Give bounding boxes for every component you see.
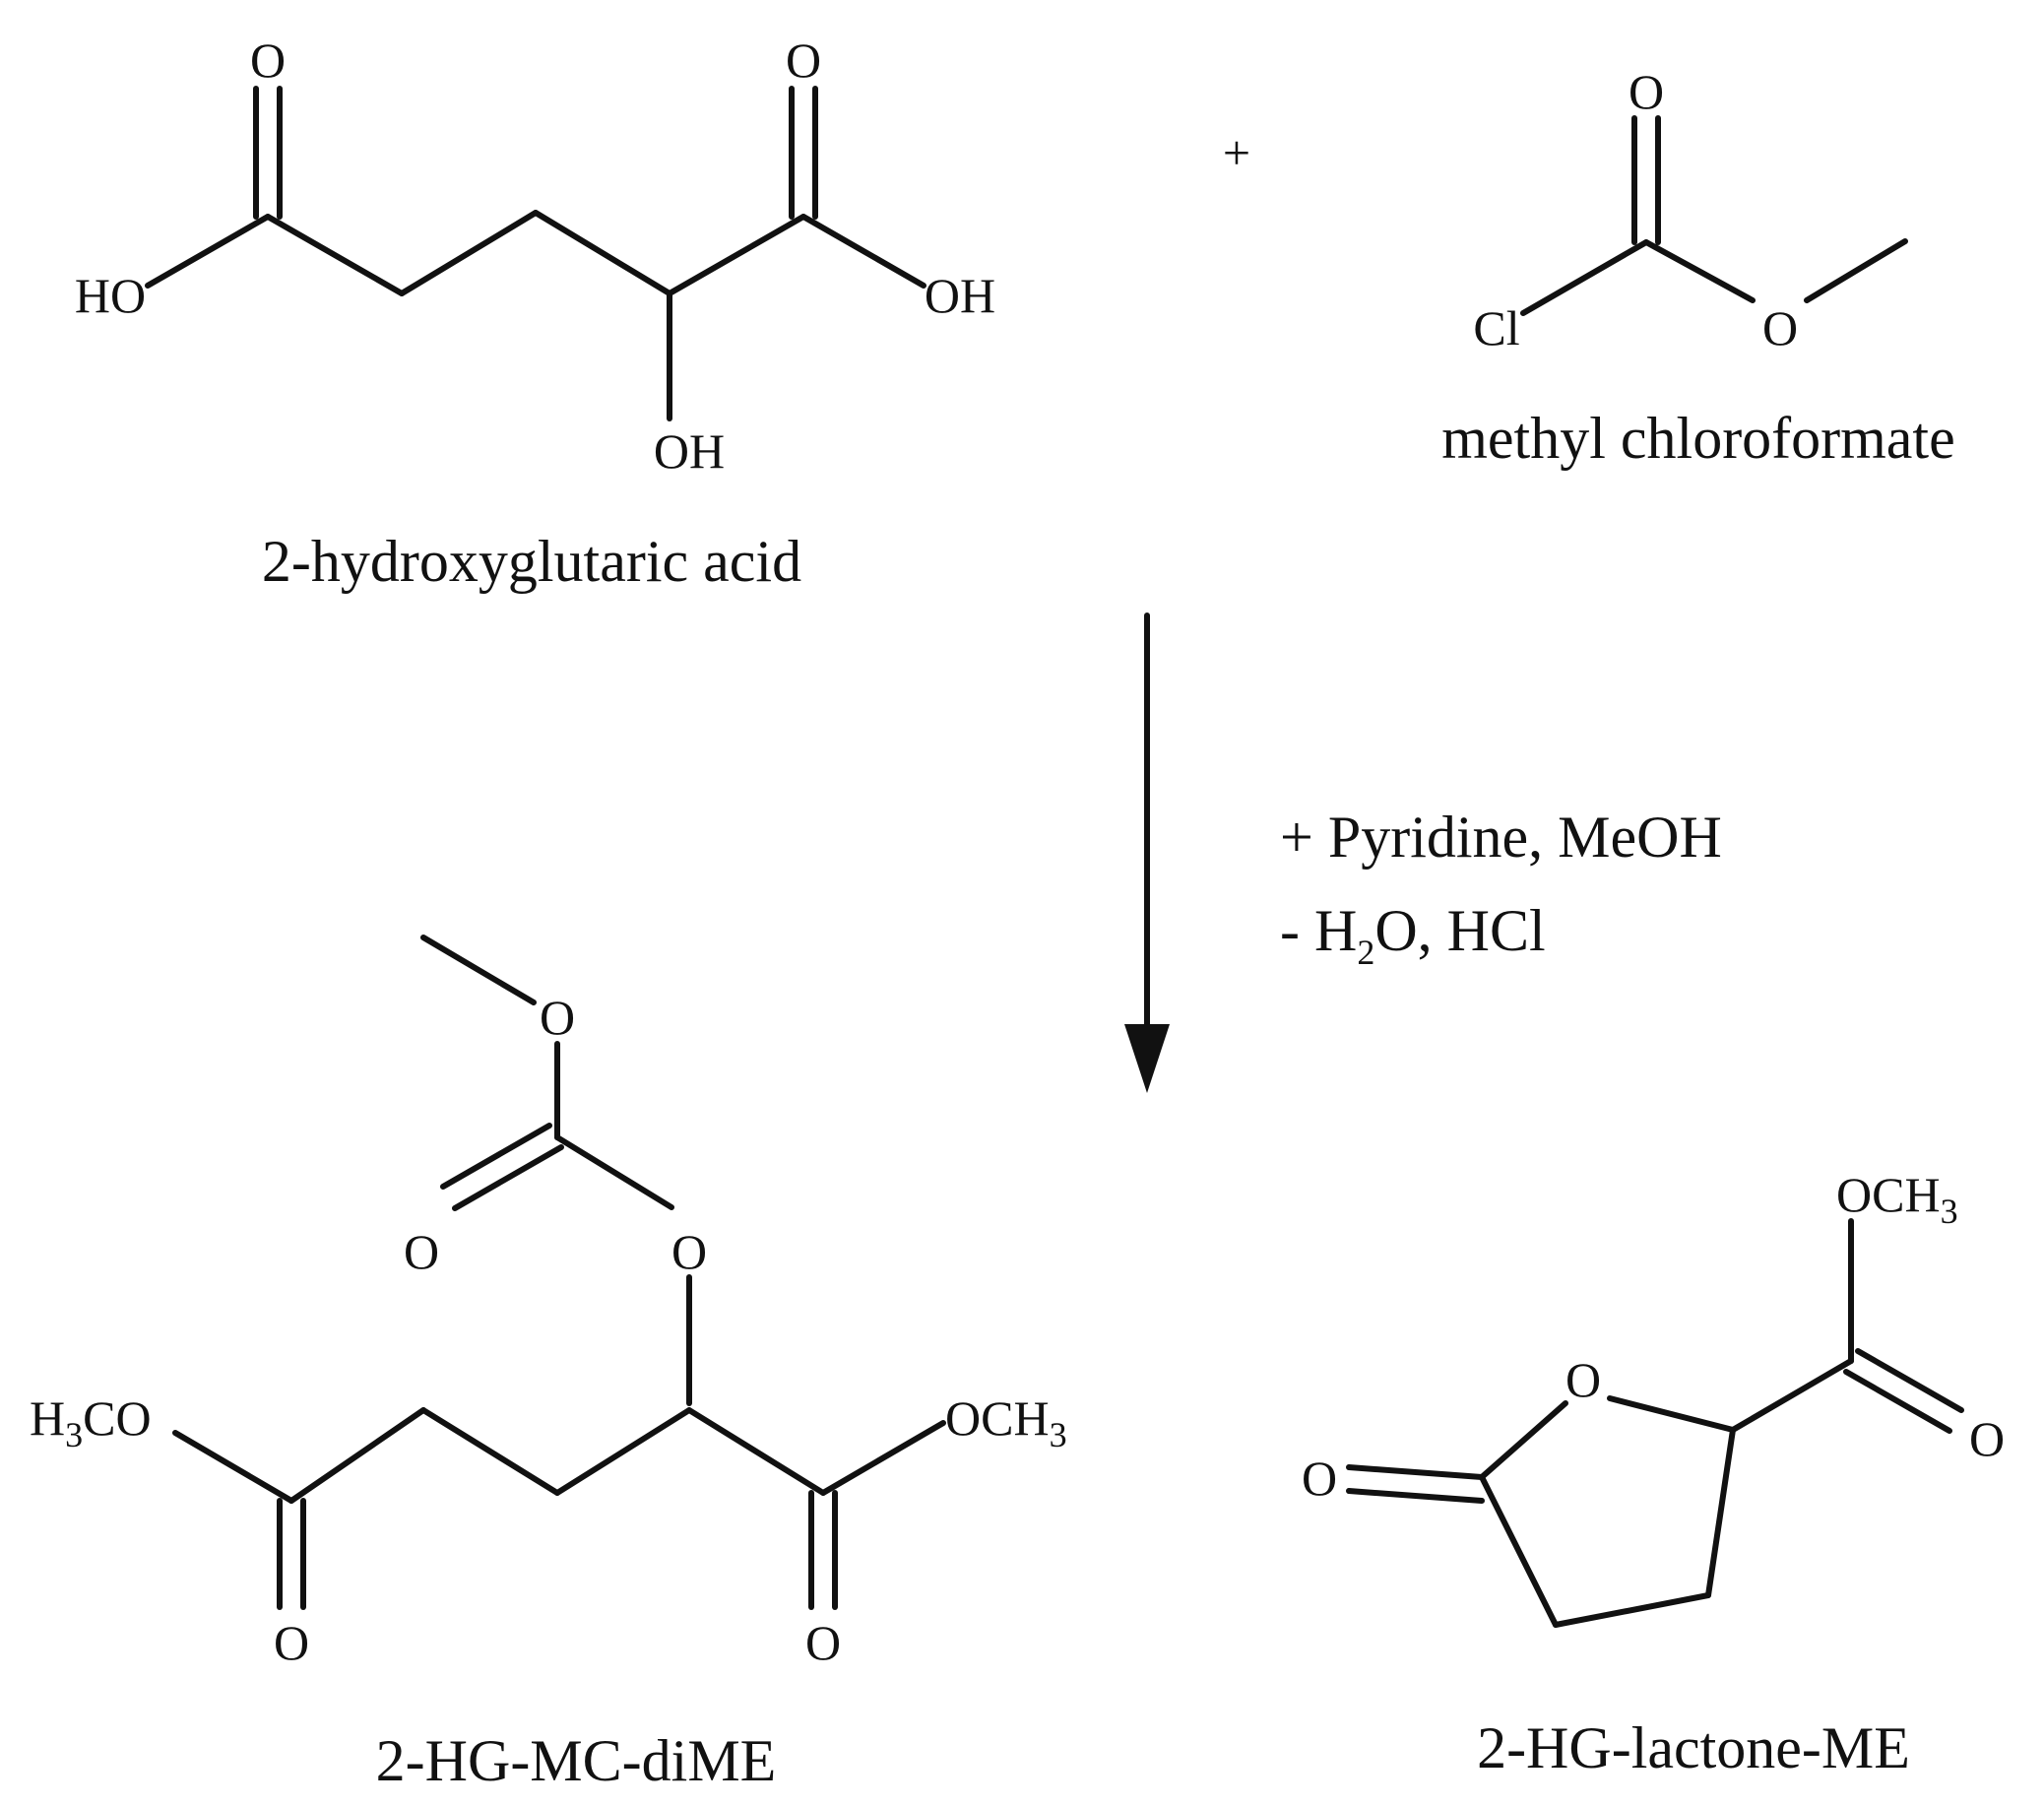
atom-o-bottom-right: O (805, 1615, 841, 1670)
h3co-h: H (30, 1390, 65, 1446)
compound-name-2-hydroxyglutaric-acid: 2-hydroxyglutaric acid (262, 529, 801, 594)
byproduct-rest: O, HCl (1374, 898, 1545, 963)
arrow-head (1124, 1024, 1170, 1093)
atom-o-ring: O (1565, 1352, 1601, 1407)
reactant-2-hydroxyglutaric-acid: O O HO OH OH 2-hydroxyglutaric acid (75, 32, 995, 594)
h3co-co: CO (83, 1390, 151, 1446)
atom-o-ester: O (1762, 300, 1798, 355)
atom-o-link: O (671, 1224, 707, 1279)
atom-cl: Cl (1473, 300, 1519, 355)
bonds-2-hydroxyglutaric-acid (145, 86, 926, 421)
atom-o-top: O (1629, 64, 1664, 119)
bonds-2-hg-lactone-me (1346, 1218, 1964, 1628)
atom-och3: OCH3 (1836, 1167, 1958, 1231)
atom-oh-bottom: OH (654, 423, 725, 479)
condition-byproducts: - H2O, HCl (1280, 898, 1546, 972)
compound-name-methyl-chloroformate: methyl chloroformate (1441, 406, 1954, 471)
atom-h3co: H3CO (30, 1390, 152, 1454)
atom-o-bottom-left: O (274, 1615, 309, 1670)
product-2-hg-mc-dime: O O O H3CO OCH3 O O 2-HG-MC-diME (30, 935, 1067, 1793)
atom-o-right: O (786, 32, 821, 88)
bonds-methyl-chloroformate (1520, 115, 1908, 316)
byproduct-subscript: 2 (1357, 933, 1374, 972)
h3co-subscript: 3 (65, 1415, 83, 1454)
atom-o-carbonyl: O (1969, 1411, 2005, 1466)
condition-reagents: + Pyridine, MeOH (1280, 805, 1722, 870)
och3-och: OCH (945, 1390, 1050, 1446)
atom-och3: OCH3 (945, 1390, 1067, 1454)
atom-o-left: O (250, 32, 286, 88)
och3-subscript: 3 (1941, 1192, 1958, 1231)
reaction-arrow (1124, 613, 1170, 1093)
och3-subscript: 3 (1050, 1415, 1067, 1454)
compound-name-2-hg-lactone-me: 2-HG-lactone-ME (1477, 1715, 1910, 1780)
atom-o-top: O (540, 990, 575, 1045)
atom-o-exo: O (1302, 1451, 1337, 1506)
atom-oh-right: OH (925, 268, 995, 323)
plus-sign: + (1223, 125, 1250, 180)
byproduct-h: - H (1280, 898, 1357, 963)
och3-och: OCH (1836, 1167, 1941, 1222)
bonds-2-hg-mc-dime (172, 935, 946, 1610)
atom-o-carbonyl: O (404, 1224, 439, 1279)
compound-name-2-hg-mc-dime: 2-HG-MC-diME (376, 1728, 777, 1793)
reactant-methyl-chloroformate: O Cl O methyl chloroformate (1441, 64, 1954, 471)
product-2-hg-lactone-me: OCH3 O O O 2-HG-lactone-ME (1302, 1167, 2005, 1780)
atom-ho: HO (75, 268, 146, 323)
